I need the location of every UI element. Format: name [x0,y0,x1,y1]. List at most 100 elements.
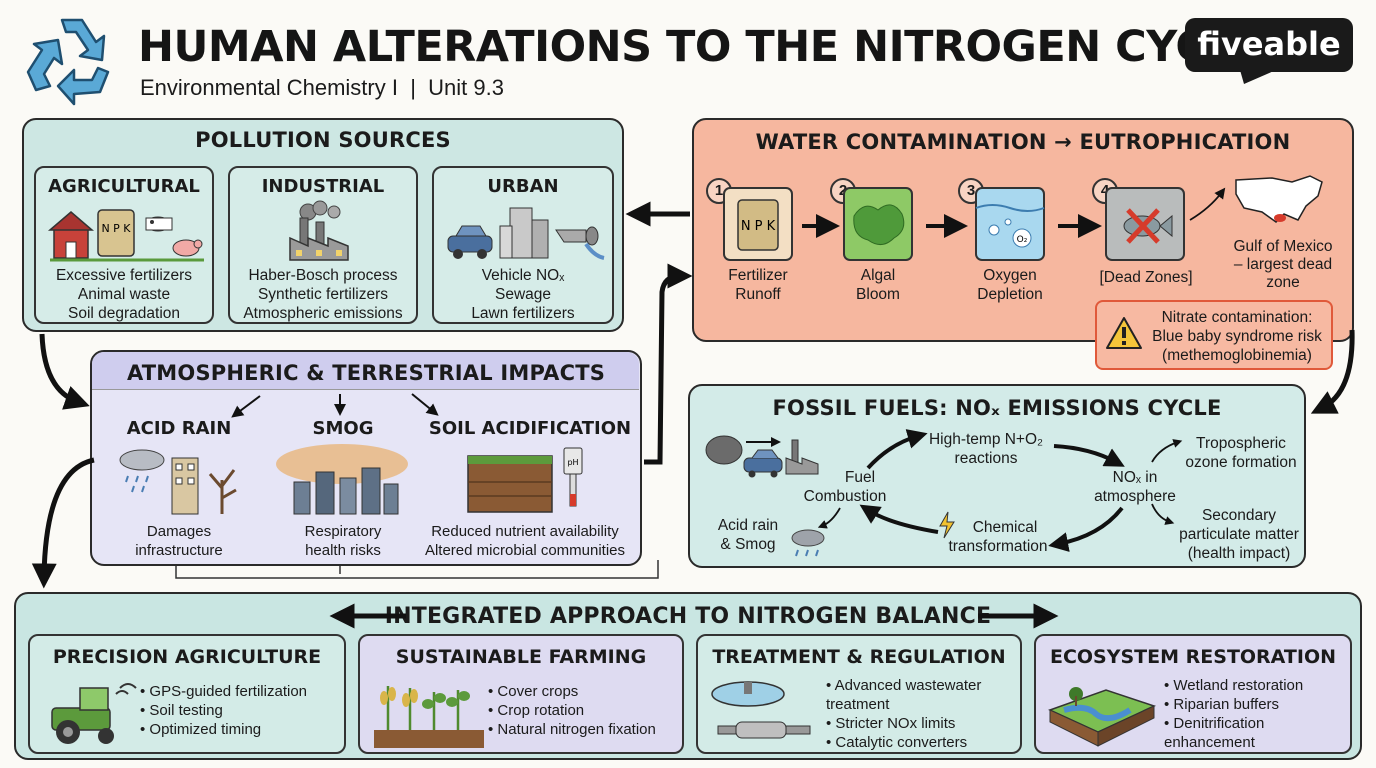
precision-agriculture-title: PRECISION AGRICULTURE [52,646,322,668]
pollution-sources-title: POLLUTION SOURCES [195,128,451,152]
list-item: GPS-guided fertilization [140,682,307,701]
treatment-regulation-card: TREATMENT & REGULATION Advanced wastewat… [696,634,1022,754]
soil-line: Reduced nutrient availability [431,523,619,540]
gulf-line: Gulf of Mexico [1233,238,1333,255]
brand-logo: fiveable [1185,18,1353,72]
node-line: Tropospheric [1196,435,1286,452]
agricultural-card: AGRICULTURAL N P K Excessive fertilizers… [34,166,214,324]
list-item: Stricter NOx limits [826,714,1016,733]
industrial-line: Atmospheric emissions [243,305,403,322]
agricultural-line: Animal waste [77,286,171,303]
node-line: transformation [948,538,1048,555]
integrated-approach-title: INTEGRATED APPROACH TO NITROGEN BALANCE [384,604,992,629]
node-line: reactions [954,450,1018,467]
combustion-icon [705,435,819,478]
list-item: Denitrification enhancement [1164,714,1344,752]
node-line: Secondary [1201,507,1277,524]
precision-agriculture-list: GPS-guided fertilization Soil testing Op… [140,682,307,739]
city-icon [447,207,605,260]
gulf-line: – largest dead [1233,256,1333,273]
warning-line: (methemoglobinemia) [1162,347,1312,364]
recycle-icon [26,18,110,106]
wetland-icon [1048,687,1157,747]
node-line: Acid rain [717,517,779,534]
smog-icon [276,444,408,515]
o2-text: O₂ [1017,235,1028,245]
acid-rain-icon [119,449,237,515]
step-label-algal: Algal Bloom [830,266,926,304]
warning-icon [1106,317,1142,349]
warning-line: Blue baby syndrome risk [1152,328,1322,345]
step-label-line: [Dead Zones] [1099,269,1193,286]
industrial-card: INDUSTRIAL Haber-Bosch process Synthetic… [228,166,418,324]
wastewater-plant-icon [711,681,811,739]
fossil-fuels-title: FOSSIL FUELS: NOₓ EMISSIONS CYCLE [772,396,1222,420]
acid-rain-line: Damages [146,523,212,540]
sustainable-farming-title: SUSTAINABLE FARMING [395,646,647,668]
impact-arrows [231,393,439,418]
urban-line: Sewage [494,286,551,303]
urban-card: URBAN Vehicle NOₓ Sewage Lawn fertilizer… [432,166,614,324]
smog-title: SMOG [312,418,374,439]
list-item: Cover crops [488,682,656,701]
water-contamination-panel: WATER CONTAMINATION → EUTROPHICATION 1 2… [692,118,1354,342]
ecosystem-restoration-list: Wetland restoration Riparian buffers Den… [1164,676,1344,752]
step-label-line: Fertilizer [728,267,788,284]
chemical-transformation-node: Chemical transformation [934,518,1062,556]
precision-agriculture-card: PRECISION AGRICULTURE GPS-guided fertili… [28,634,346,754]
list-item: Riparian buffers [1164,695,1344,714]
acid-rain-caption: Damages infrastructure [114,522,244,560]
smog-line: Respiratory [304,523,382,540]
sustainable-farming-card: SUSTAINABLE FARMING Cover crops Crop rot… [358,634,684,754]
node-line: High-temp N+O₂ [928,431,1044,448]
agricultural-line: Soil degradation [67,305,181,322]
usa-map-icon [1235,175,1323,223]
urban-title: URBAN [487,176,559,197]
acid-rain-smog-node: Acid rain & Smog [708,516,788,554]
bag-npk-text: N P K [741,219,776,234]
nitrate-warning-box: Nitrate contamination: Blue baby syndrom… [1095,300,1333,370]
brand-logo-tail [1240,70,1276,84]
industrial-title: INDUSTRIAL [261,176,385,197]
list-item: Catalytic converters [826,733,1016,752]
fertilizer-bag-icon: N P K [723,187,793,261]
list-item: Crop rotation [488,701,656,720]
node-line: Chemical [972,519,1038,536]
warning-line: Nitrate contamination: [1161,309,1313,326]
fossil-cycle-arrows [746,429,1183,552]
urban-line: Lawn fertilizers [471,305,575,322]
dead-zone-icon [1105,187,1185,261]
industrial-line: Haber-Bosch process [248,267,398,284]
lightning-icon [939,511,955,539]
ecosystem-restoration-card: ECOSYSTEM RESTORATION Wetland restoratio… [1034,634,1352,754]
list-item: Advanced wastewater treatment [826,676,1016,714]
algal-bloom-icon [843,187,913,261]
fossil-fuels-panel: FOSSIL FUELS: NOₓ EMISSIONS CYCLE Fuel C… [688,384,1306,568]
smog-line: health risks [305,542,381,559]
step-label-line: Algal [860,267,896,284]
brand-logo-text: fiveable [1197,25,1341,63]
agricultural-line: Excessive fertilizers [55,267,193,284]
ph-meter-text: pH [567,458,578,467]
sustainable-farming-list: Cover crops Crop rotation Natural nitrog… [488,682,656,739]
factory-icon [289,200,349,261]
page-subtitle: Environmental Chemistry I | Unit 9.3 [140,75,504,100]
step-label-line: Bloom [856,286,900,303]
step-label-line: Runoff [735,286,781,303]
industrial-lines: Haber-Bosch process Synthetic fertilizer… [230,266,416,323]
eutrophication-arrows [802,187,1226,238]
step-label-line: Oxygen [983,267,1037,284]
water-contamination-title: WATER CONTAMINATION → EUTROPHICATION [755,130,1291,154]
list-item: Soil testing [140,701,307,720]
nox-atmosphere-node: NOₓ in atmosphere [1090,468,1180,506]
urban-lines: Vehicle NOₓ Sewage Lawn fertilizers [434,266,612,323]
soil-acidification-title: SOIL ACIDIFICATION [428,418,632,439]
step-label-oxygen: Oxygen Depletion [962,266,1058,304]
industrial-line: Synthetic fertilizers [257,286,389,303]
ecosystem-restoration-title: ECOSYSTEM RESTORATION [1049,646,1336,668]
urban-line: Vehicle NOₓ [481,267,565,284]
step-label-fertilizer: Fertilizer Runoff [710,266,806,304]
step-label-line: Depletion [977,286,1043,303]
list-item: Wetland restoration [1164,676,1344,695]
